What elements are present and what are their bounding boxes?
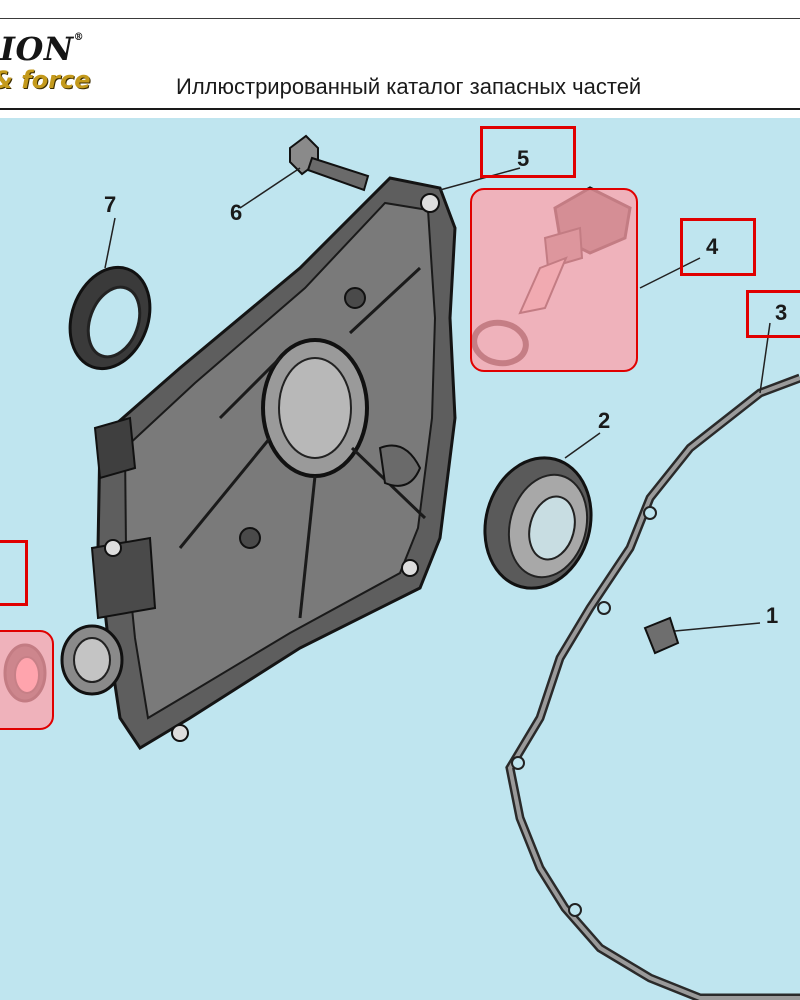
catalog-title: Иллюстрированный каталог запасных частей — [176, 74, 642, 99]
part-1-dowel-pin — [643, 616, 680, 655]
callout-label-1: 1 — [766, 603, 779, 628]
registered-mark: ® — [73, 32, 85, 43]
part-3-gasket — [505, 373, 800, 1000]
dipstick-highlight — [470, 188, 638, 372]
callout-box-5 — [480, 126, 576, 178]
crankcase-cover — [90, 176, 457, 751]
callout-label-5: 5 — [517, 146, 530, 171]
leader-lines — [104, 167, 771, 632]
exploded-parts-diagram: 1 2 3 4 5 6 7 — [0, 118, 800, 1000]
brand-logo-text: ION — [0, 30, 74, 68]
brand-tagline: & force — [0, 66, 91, 94]
top-rule — [0, 18, 800, 19]
callout-box-4 — [680, 218, 756, 276]
cover-drain-boss — [60, 624, 124, 696]
header-rule — [0, 108, 800, 110]
callout-box-left — [0, 540, 28, 606]
callout-box-3 — [746, 290, 800, 338]
washer-highlight — [0, 630, 54, 730]
callout-label-7: 7 — [104, 192, 117, 217]
callout-label-3: 3 — [775, 300, 788, 325]
callout-label-6: 6 — [230, 200, 243, 225]
part-7-oil-seal — [68, 265, 152, 371]
part-2-bearing — [483, 456, 593, 590]
callout-label-4: 4 — [706, 234, 719, 259]
brand-logo: ION® — [0, 30, 84, 68]
part-6-bolt — [289, 134, 370, 192]
callout-label-2: 2 — [598, 408, 611, 433]
parts-drawing — [3, 134, 800, 1000]
